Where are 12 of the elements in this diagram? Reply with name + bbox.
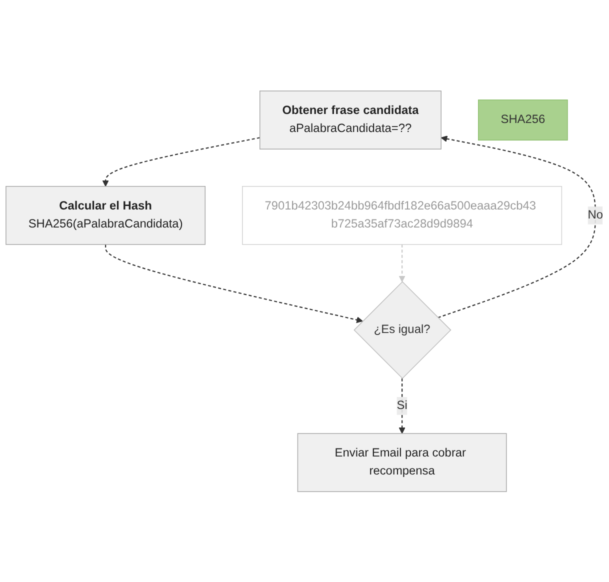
node-box: Enviar Email para cobrar recompensa [297, 432, 507, 492]
node-diamond: ¿Es igual? [354, 280, 452, 379]
arrow [105, 244, 363, 323]
node-box: 7901b42303b24bb964fbdf182e66a500eaaa29cb43 b725a35af73ac28d9d9894 [242, 186, 562, 245]
arrow [102, 136, 260, 186]
node-box: SHA256 [478, 99, 568, 140]
edge-label: No [588, 208, 604, 222]
arrow [398, 244, 406, 282]
node-box: Obtener frase candidata aPalabraCandidata=?? [260, 90, 442, 150]
edge-label: Si [396, 398, 408, 412]
node-box: Calcular el Hash SHA256(aPalabraCandidata) [6, 186, 206, 245]
arrow [438, 135, 596, 318]
